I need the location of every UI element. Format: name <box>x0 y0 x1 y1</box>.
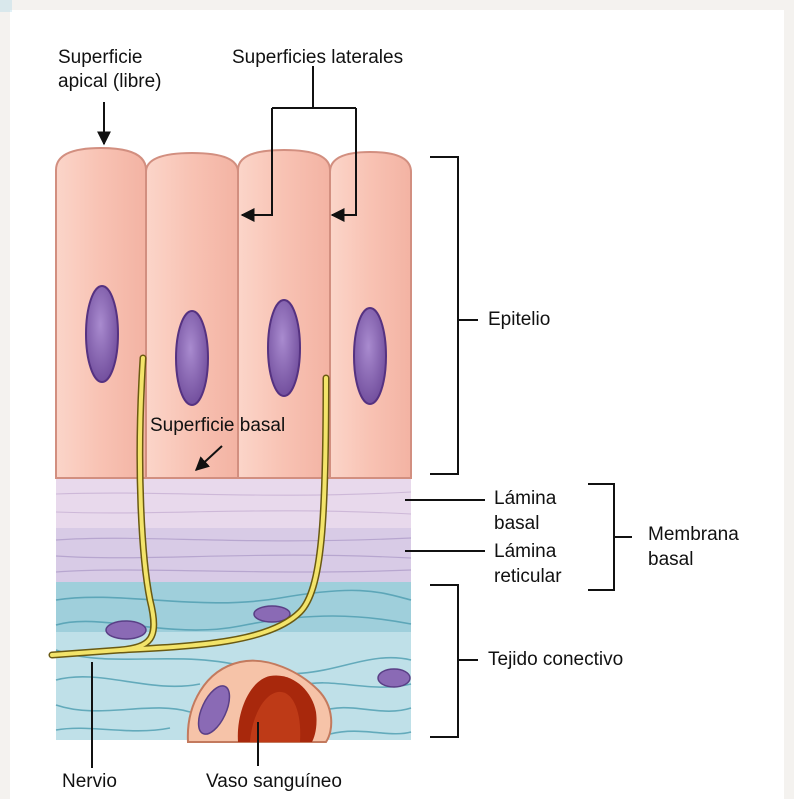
cell-nucleus-3 <box>268 300 300 396</box>
connective-cell-nucleus <box>378 669 410 687</box>
tejido-bracket <box>430 585 478 737</box>
cell-nucleus-2 <box>176 311 208 405</box>
connective-cell-nucleus <box>106 621 146 639</box>
label-tejido-conectivo: Tejido conectivo <box>488 648 623 672</box>
label-superficie-apical-1: Superficie <box>58 46 143 70</box>
label-superficies-laterales: Superficies laterales <box>232 46 403 70</box>
cell-nucleus-1 <box>86 286 118 382</box>
label-superficie-apical-2: apical (libre) <box>58 70 161 94</box>
epitelio-bracket <box>430 157 478 474</box>
lamina-basal <box>56 478 411 528</box>
label-epitelio: Epitelio <box>488 308 550 332</box>
label-superficie-basal: Superficie basal <box>150 414 285 438</box>
label-membrana-basal-2: basal <box>648 548 693 572</box>
lamina-reticular <box>56 528 411 582</box>
label-lamina-reticular-2: reticular <box>494 565 562 589</box>
cell-nucleus-4 <box>354 308 386 404</box>
membrana-bracket <box>588 484 632 590</box>
label-nervio: Nervio <box>62 770 117 794</box>
label-lamina-basal-2: basal <box>494 512 539 536</box>
label-lamina-reticular-1: Lámina <box>494 540 556 564</box>
label-vaso-sanguineo: Vaso sanguíneo <box>206 770 342 794</box>
label-membrana-basal-1: Membrana <box>648 523 739 547</box>
label-lamina-basal-1: Lámina <box>494 487 556 511</box>
